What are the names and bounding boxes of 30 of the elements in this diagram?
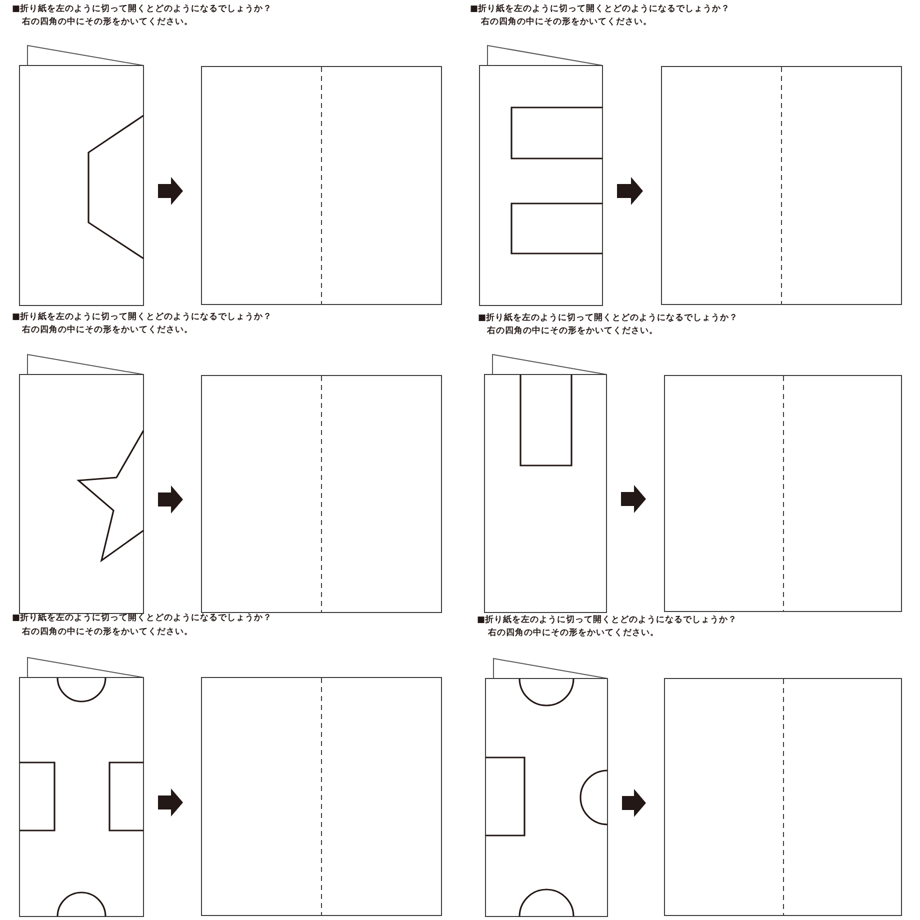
answer-box <box>664 375 902 612</box>
instruction-text: ■折り紙を左のように切って開くとどのようになるでしょうか？ <box>12 3 272 15</box>
instruction-text: 右の四角の中にその形をかいてください。 <box>22 16 193 28</box>
folded-paper <box>479 45 603 306</box>
answer-box <box>661 66 902 305</box>
instruction-text: ■折り紙を左のように切って開くとどのようになるでしょうか？ <box>477 614 738 626</box>
answer-box <box>201 375 442 613</box>
arrow <box>158 788 183 816</box>
folded-paper <box>19 45 144 306</box>
folded-paper <box>19 354 144 614</box>
instruction-text: ■折り紙を左のように切って開くとどのようになるでしょうか？ <box>12 612 272 624</box>
folded-paper <box>485 658 608 917</box>
instruction-text: ■折り紙を左のように切って開くとどのようになるでしょうか？ <box>478 312 738 324</box>
instruction-text: ■折り紙を左のように切って開くとどのようになるでしょうか？ <box>470 3 730 15</box>
instruction-text: 右の四角の中にその形をかいてください。 <box>481 16 652 28</box>
instruction-text: ■折り紙を左のように切って開くとどのようになるでしょうか？ <box>12 311 272 323</box>
answer-box <box>664 678 902 916</box>
folded-paper <box>484 354 607 613</box>
arrow <box>617 177 643 205</box>
instruction-text: 右の四角の中にその形をかいてください。 <box>488 627 659 639</box>
instruction-text: 右の四角の中にその形をかいてください。 <box>22 626 193 638</box>
arrow <box>158 177 183 205</box>
instruction-text: 右の四角の中にその形をかいてください。 <box>22 324 193 336</box>
answer-box <box>201 66 442 305</box>
answer-box <box>201 677 442 916</box>
folded-paper <box>19 657 144 917</box>
arrow <box>158 486 183 514</box>
arrow <box>621 485 646 513</box>
arrow <box>622 789 646 817</box>
instruction-text: 右の四角の中にその形をかいてください。 <box>487 325 658 337</box>
